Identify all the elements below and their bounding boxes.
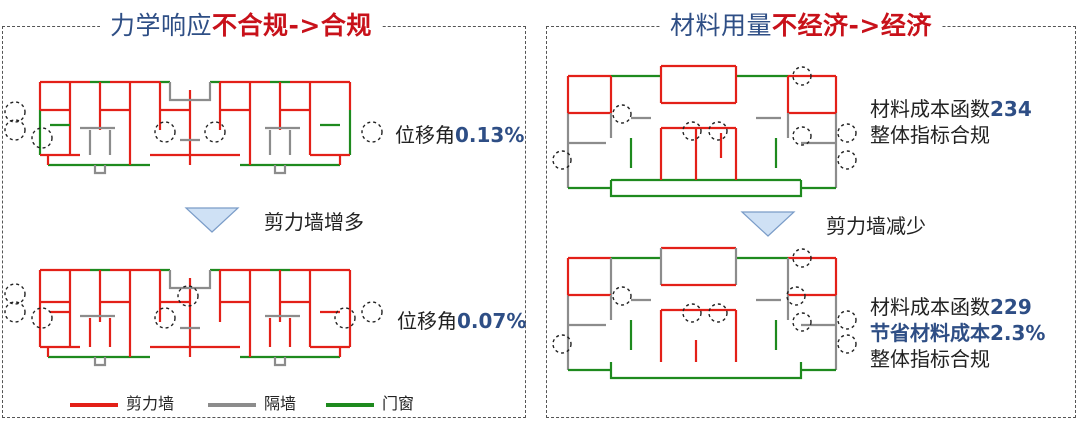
left-title-prefix: 力学响应 (110, 11, 213, 40)
shear-wall-swatch (70, 402, 118, 407)
legend-item-partition-wall: 隔墙 (208, 390, 296, 414)
compliance-status: 整体指标合规 (870, 123, 990, 147)
cost-function-line: 材料成本函数234 (870, 96, 1032, 122)
legend-label: 门窗 (382, 394, 415, 413)
legend-item-shear-wall: 剪力墙 (70, 390, 174, 414)
cost-function-label: 材料成本函数 (870, 295, 990, 319)
left-transition-label: 剪力墙增多 (264, 210, 364, 234)
right-title-prefix: 材料用量 (670, 11, 773, 40)
left-down-arrow-icon (184, 207, 240, 233)
cost-function-value: 229 (990, 295, 1032, 319)
right-top-floor-plan (552, 64, 857, 198)
cost-function-line: 材料成本函数229 (870, 294, 1045, 320)
cost-saving: 节省材料成本2.3% (870, 321, 1046, 345)
displacement-angle-label: 位移角 (395, 123, 455, 147)
left-bottom-annotation: 位移角0.07% (397, 308, 526, 334)
right-bottom-floor-plan (552, 246, 857, 380)
right-top-annotation: 材料成本函数234 整体指标合规 (870, 96, 1032, 148)
right-bottom-annotation: 材料成本函数229 节省材料成本2.3% 整体指标合规 (870, 294, 1045, 372)
door-window-swatch (326, 402, 374, 407)
left-top-floor-plan (4, 80, 383, 175)
displacement-angle-value: 0.13% (455, 123, 525, 147)
compliance-status: 整体指标合规 (870, 347, 990, 371)
legend-item-door-window: 门窗 (326, 390, 414, 414)
cost-function-value: 234 (990, 97, 1032, 121)
right-panel-title: 材料用量不经济->经济 (660, 6, 942, 42)
displacement-angle-label: 位移角 (397, 309, 457, 333)
left-bottom-floor-plan (4, 268, 383, 367)
left-top-annotation: 位移角0.13% (395, 122, 524, 148)
left-panel-title: 力学响应不合规->合规 (100, 6, 382, 42)
right-down-arrow-icon (740, 211, 796, 237)
displacement-angle-value: 0.07% (457, 309, 527, 333)
left-title-highlight: 不合规->合规 (212, 11, 372, 40)
cost-function-label: 材料成本函数 (870, 97, 990, 121)
right-transition-label: 剪力墙减少 (826, 214, 926, 238)
partition-wall-swatch (208, 402, 256, 407)
right-title-highlight: 不经济->经济 (772, 11, 932, 40)
legend-label: 剪力墙 (126, 394, 175, 413)
legend-label: 隔墙 (264, 394, 297, 413)
